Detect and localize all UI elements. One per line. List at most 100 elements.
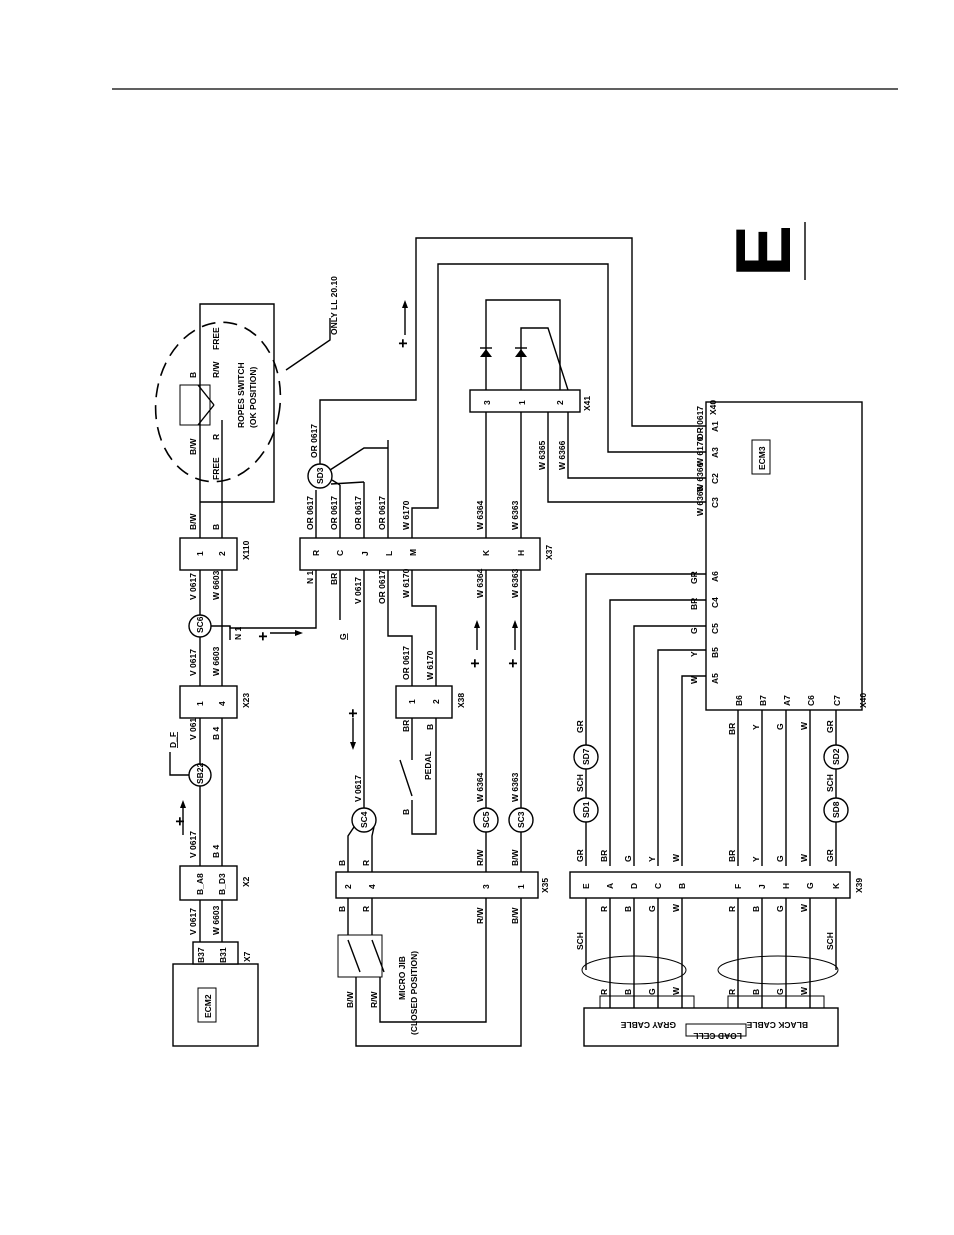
wire-label: OR 0617: [401, 646, 411, 680]
wire-label: GR: [825, 720, 835, 733]
x40-pin: A5: [710, 673, 720, 684]
connector-x38: [395, 685, 453, 719]
wire-label: V 0617: [353, 775, 363, 802]
wire-label: V 0617: [188, 908, 198, 935]
page-letter: E: [719, 225, 807, 277]
wire-label: G: [623, 855, 633, 862]
arrow-head: [350, 742, 356, 750]
plus-sign: +: [345, 709, 362, 718]
micro-jib-switch: [337, 934, 383, 978]
x39-pin: B: [677, 883, 687, 889]
x7-pin: B31: [218, 947, 228, 963]
wire-label: W 6366: [695, 462, 705, 492]
x35-label: X35: [540, 878, 550, 893]
wire-label: BR: [401, 720, 411, 732]
wire-label: W 6170: [401, 568, 411, 598]
ecm3-label: ECM3: [757, 446, 767, 470]
x40-pin: C6: [806, 695, 816, 706]
wire-label: W 6603: [211, 570, 221, 600]
wire-label: B/W: [510, 849, 520, 867]
x37-pin: H: [516, 550, 526, 556]
wire-label: R: [599, 906, 609, 912]
arrow-head: [402, 300, 408, 308]
x40-label: X40: [708, 400, 718, 415]
wire-label: G: [775, 905, 785, 912]
signal-df: D_F: [168, 732, 178, 748]
wire-label: SCH: [575, 774, 585, 792]
wire-b: [411, 718, 437, 835]
pedal-switch-blade: [399, 759, 413, 797]
x40-label: X40: [858, 693, 868, 708]
x37-pin: C: [335, 550, 345, 556]
wire-df: [169, 752, 189, 776]
gray-cable-bundle: [581, 955, 687, 985]
free-label: FREE: [211, 327, 221, 350]
wire-label: W: [671, 853, 681, 862]
signal-n1: N 1: [233, 627, 243, 641]
wire-label: OR 0617: [329, 496, 339, 530]
arrow-head: [474, 620, 480, 628]
x39-pin: A: [605, 883, 615, 889]
x35-pin: 1: [516, 884, 526, 889]
x40-pin: B5: [710, 647, 720, 658]
wire-label: W: [671, 903, 681, 912]
wire-label: B: [337, 906, 347, 912]
wire-label: W 6363: [510, 568, 520, 598]
wire-w6365: [547, 412, 706, 503]
splice-label: SD8: [831, 801, 841, 818]
load-cell: [583, 1007, 839, 1047]
splice-sc4: [351, 807, 377, 833]
splice-label: SC6: [195, 616, 205, 633]
wire-label: Y: [647, 856, 657, 862]
ecm2-label-box: [197, 987, 217, 1023]
x35-pin: 3: [481, 884, 491, 889]
wire-br: [609, 599, 706, 866]
x2-pin: B_A8: [195, 873, 205, 895]
x23-pin: 4: [217, 701, 227, 706]
wire-label: B: [623, 906, 633, 912]
wire-label: R/W: [475, 907, 485, 925]
x40-pin: B7: [758, 695, 768, 706]
arrow-head: [295, 630, 303, 636]
ropes-switch-contact: [179, 384, 211, 426]
x39-pin: E: [581, 883, 591, 889]
wire-or0617: [387, 570, 413, 686]
leader-line: [285, 318, 331, 371]
wire-label: W 6364: [475, 772, 485, 802]
splice-branch: [329, 447, 388, 471]
ropes-loop: [199, 303, 275, 503]
x40-pin: A6: [710, 571, 720, 582]
wire-label: V 0617: [188, 573, 198, 600]
optional-dashed-zone: [154, 321, 282, 483]
wire-label: V 0617: [353, 577, 363, 604]
wire-label: GR: [825, 849, 835, 862]
micro-jib-blade: [371, 939, 385, 973]
arrow-head: [512, 620, 518, 628]
wire-label: V 0617: [188, 649, 198, 676]
x2-pin: B_D3: [217, 873, 227, 895]
x41-pin: 2: [555, 400, 565, 405]
wire-label: R: [599, 989, 609, 995]
wire-w6170: [411, 263, 706, 538]
x40-pin: C2: [710, 473, 720, 484]
wire-label: B/W: [188, 438, 198, 456]
wire-label: SCH: [575, 932, 585, 950]
wire-w6366: [567, 412, 706, 479]
diode-loop: [520, 327, 569, 391]
x37-label: X37: [544, 545, 554, 560]
wire-label: R: [727, 906, 737, 912]
note-only: ONLY LL 20.10: [329, 276, 339, 335]
black-cable-bundle: [717, 955, 839, 985]
connector-x7: [192, 941, 239, 965]
x23-label: X23: [241, 693, 251, 708]
wire-label: W 6364: [475, 500, 485, 530]
wire-label: R: [211, 434, 221, 440]
x40-pin: C5: [710, 623, 720, 634]
wire-label: W 6363: [510, 500, 520, 530]
x39-pin: J: [757, 884, 767, 889]
wire-label: B: [623, 989, 633, 995]
wire-label: G: [775, 723, 785, 730]
wire-label: V 0617: [188, 831, 198, 858]
wire-rw-return: [379, 898, 487, 1023]
wire-label: B/W: [345, 991, 355, 1009]
